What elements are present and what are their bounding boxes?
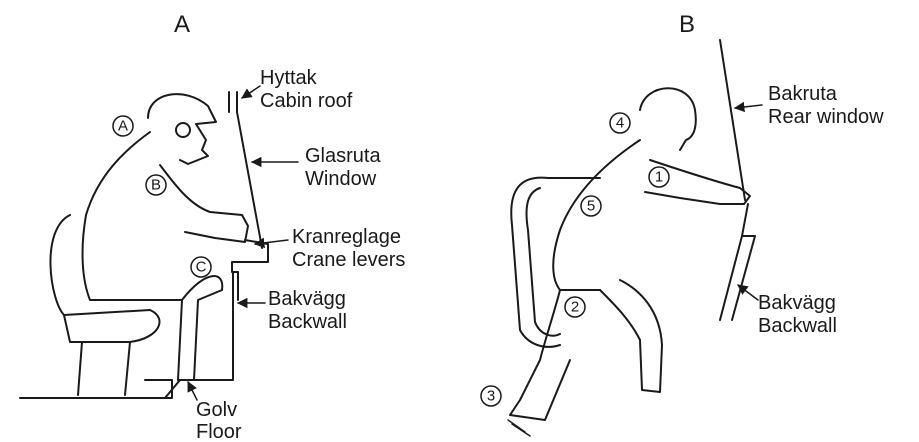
arrow-floor xyxy=(188,382,197,400)
ear-protector xyxy=(176,123,190,137)
operator-seated xyxy=(83,94,248,380)
marker-5: 5 xyxy=(587,198,595,215)
head-b xyxy=(640,88,696,150)
marker-c: C xyxy=(196,259,207,276)
marker-2: 2 xyxy=(571,299,579,316)
leg xyxy=(140,276,222,380)
arrow-rear-window xyxy=(735,105,762,108)
panel-a-letter: A xyxy=(174,11,190,38)
seat xyxy=(50,215,159,395)
label-backwall-b-sv: Bakvägg xyxy=(758,292,836,314)
arrow-cabin-roof xyxy=(242,86,260,98)
panel-b-letter: B xyxy=(679,11,695,38)
label-cabin-roof-sv: Hyttak xyxy=(260,67,318,89)
label-crane-levers-en: Crane levers xyxy=(292,249,405,271)
panel-b: B 1 2 3 4 5 Bakruta Rear window xyxy=(481,11,884,436)
cabin-roof-bracket xyxy=(229,92,237,112)
operator-standing xyxy=(508,88,750,436)
marker-1: 1 xyxy=(655,169,663,186)
torso xyxy=(83,132,150,300)
panel-a: A A B C Hyttak C xyxy=(20,11,405,442)
arrow-backwall-b xyxy=(738,285,758,300)
lever-handle xyxy=(742,204,748,236)
arm xyxy=(160,165,248,242)
crane-lever-console xyxy=(232,240,268,300)
label-backwall-sv: Bakvägg xyxy=(268,288,346,310)
label-backwall-b-en: Backwall xyxy=(758,315,837,337)
marker-a: A xyxy=(118,118,128,135)
label-window-en: Window xyxy=(305,168,377,190)
label-crane-levers-sv: Kranreglage xyxy=(292,226,401,248)
head xyxy=(180,124,208,164)
rear-window xyxy=(720,40,745,200)
floor xyxy=(20,380,180,398)
label-cabin-roof-en: Cabin roof xyxy=(260,90,353,112)
foot-b xyxy=(508,420,530,436)
backwall-b xyxy=(720,236,755,320)
label-window-sv: Glasruta xyxy=(305,145,381,167)
label-floor-sv: Golv xyxy=(196,399,237,421)
marker-b: B xyxy=(151,177,161,194)
marker-3: 3 xyxy=(487,388,495,405)
label-backwall-en: Backwall xyxy=(268,311,347,333)
label-rear-window-en: Rear window xyxy=(768,106,884,128)
label-floor-en: Floor xyxy=(196,421,242,442)
window-pane xyxy=(237,112,262,248)
helmet xyxy=(148,94,216,124)
backwall xyxy=(180,272,233,380)
marker-4: 4 xyxy=(616,115,624,132)
label-rear-window-sv: Bakruta xyxy=(768,83,838,105)
